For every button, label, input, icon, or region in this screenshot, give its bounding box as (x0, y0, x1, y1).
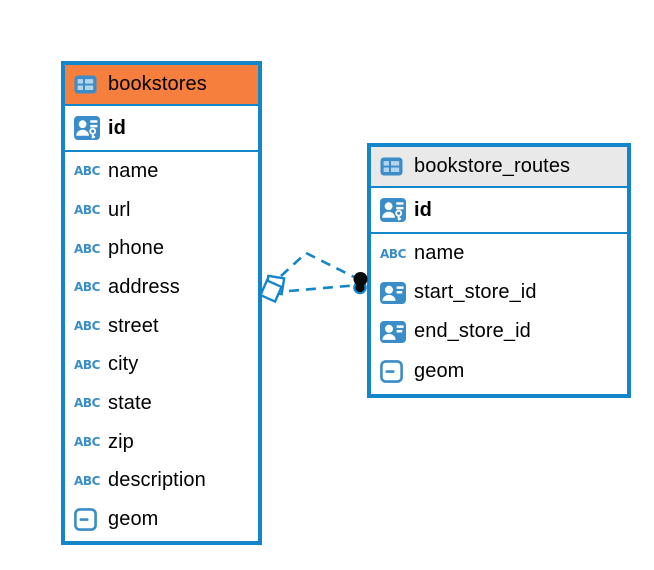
column-name: url (108, 198, 131, 221)
table-header-bookstores[interactable]: bookstores (65, 65, 258, 106)
column-row-bookstores-id[interactable]: id (65, 106, 258, 152)
relationship-endpoint-dots (353, 272, 368, 295)
column-row-routes-end-store-id[interactable]: end_store_id (371, 312, 627, 352)
geometry-type-icon (74, 508, 100, 531)
column-name: name (414, 242, 465, 265)
column-name: phone (108, 237, 165, 260)
table-bookstores[interactable]: bookstores id ABC name ABC url ABC phone… (61, 61, 262, 545)
column-name: geom (414, 359, 465, 382)
column-name: zip (108, 430, 134, 453)
column-row-bookstores-zip[interactable]: ABC zip (65, 422, 258, 462)
text-type-icon: ABC (74, 473, 101, 488)
text-type-icon: ABC (380, 246, 407, 261)
table-name: bookstore_routes (414, 155, 571, 177)
text-type-icon: ABC (74, 396, 101, 411)
column-row-bookstores-state[interactable]: ABC state (65, 384, 258, 423)
text-type-icon: ABC (74, 319, 101, 334)
column-name: id (108, 116, 126, 139)
column-row-bookstores-name[interactable]: ABC name (65, 152, 258, 191)
column-name: street (108, 314, 159, 337)
table-name: bookstores (108, 73, 207, 95)
column-row-bookstores-city[interactable]: ABC city (65, 345, 258, 385)
relationship-line-upper (280, 251, 355, 279)
column-name: id (414, 198, 432, 221)
column-name: city (108, 353, 139, 376)
column-name: geom (108, 508, 159, 531)
reference-id-icon (380, 282, 406, 304)
column-name: description (108, 469, 206, 492)
table-columns-bookstore-routes: ABC name start_store_id end_store_id ge (371, 234, 627, 391)
table-columns-bookstores: ABC name ABC url ABC phone ABC address A… (65, 152, 258, 539)
primary-key-icon (74, 116, 100, 140)
table-bookstore-routes[interactable]: bookstore_routes id ABC name start_store… (367, 143, 631, 398)
column-name: end_store_id (414, 320, 531, 343)
column-row-bookstores-phone[interactable]: ABC phone (65, 229, 258, 269)
column-row-bookstores-address[interactable]: ABC address (65, 268, 258, 307)
text-type-icon: ABC (74, 241, 101, 256)
column-name: state (108, 391, 152, 414)
geometry-type-icon (380, 360, 406, 383)
text-type-icon: ABC (74, 435, 101, 450)
table-icon (74, 75, 100, 94)
relationship-cardinality-marker (258, 274, 286, 304)
column-row-routes-id[interactable]: id (371, 188, 627, 234)
column-name: start_store_id (414, 281, 537, 304)
column-row-routes-start-store-id[interactable]: start_store_id (371, 273, 627, 313)
column-row-bookstores-street[interactable]: ABC street (65, 306, 258, 346)
primary-key-icon (380, 198, 406, 222)
relationship-line-lower (288, 284, 354, 293)
column-name: address (108, 275, 180, 298)
table-header-bookstore-routes[interactable]: bookstore_routes (371, 147, 627, 188)
column-row-routes-geom[interactable]: geom (371, 351, 627, 391)
column-row-routes-name[interactable]: ABC name (371, 234, 627, 274)
table-icon (380, 157, 406, 176)
reference-id-icon (380, 321, 406, 343)
text-type-icon: ABC (74, 280, 101, 295)
text-type-icon: ABC (74, 164, 101, 179)
text-type-icon: ABC (74, 203, 101, 218)
column-row-bookstores-geom[interactable]: geom (65, 500, 258, 539)
text-type-icon: ABC (74, 357, 101, 372)
column-row-bookstores-description[interactable]: ABC description (65, 461, 258, 501)
column-name: name (108, 159, 159, 182)
column-row-bookstores-url[interactable]: ABC url (65, 190, 258, 230)
